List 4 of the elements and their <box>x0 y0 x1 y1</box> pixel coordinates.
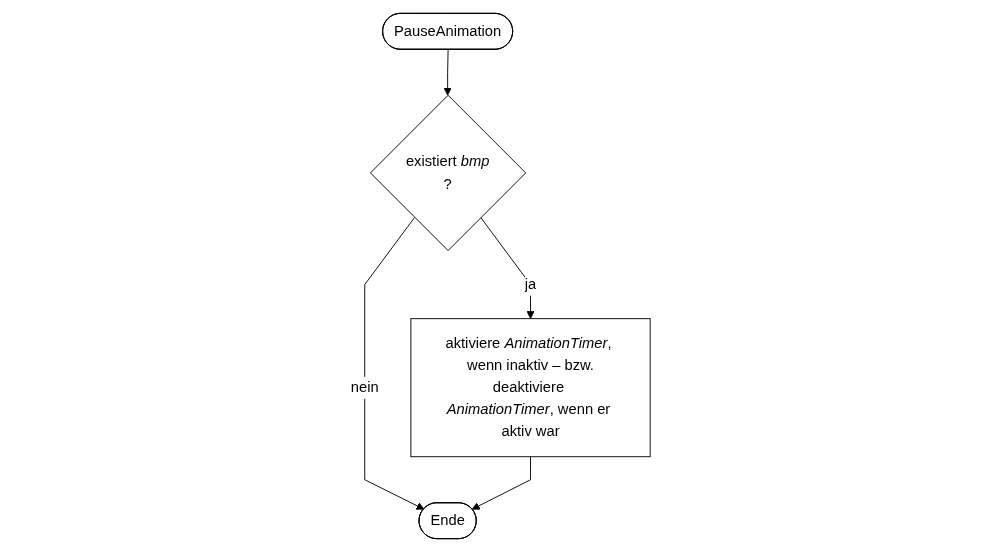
edge-label: ja <box>524 276 537 292</box>
node-diamond: existiert bmp ? <box>370 94 527 251</box>
edge-label: nein <box>350 379 379 396</box>
node-box: aktiviere AnimationTimer, wenn inaktiv – bzw. deaktiviere AnimationTimer, wenn er aktiv war <box>410 318 651 458</box>
